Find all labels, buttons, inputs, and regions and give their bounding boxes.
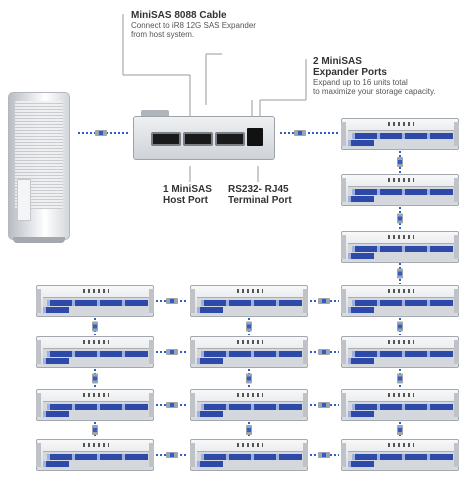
- cable-connector-icon: [322, 403, 326, 407]
- cable-connector-icon: [398, 428, 402, 432]
- cable-connector-icon: [398, 324, 402, 329]
- host-port-label-title: Host Port: [163, 195, 208, 206]
- cable-label-line: Connect to iR8 12G SAS Expander: [131, 21, 256, 30]
- cable-connector-icon: [247, 324, 251, 329]
- storage-unit-icon: [36, 336, 154, 368]
- expander-ports-label-line: Expand up to 16 units total: [313, 78, 408, 87]
- storage-unit-icon: [36, 389, 154, 421]
- cable-connector-icon: [170, 403, 174, 407]
- cable-connector-icon: [398, 271, 402, 276]
- cable-connector-icon: [322, 350, 326, 354]
- storage-unit-icon: [341, 389, 459, 421]
- cable-connector-icon: [170, 350, 174, 354]
- cable-label: MiniSAS 8088 Cable Connect to iR8 12G SA…: [131, 10, 256, 39]
- terminal-port-label-title: Terminal Port: [228, 195, 292, 206]
- expander-ports-label-title: 2 MiniSAS: [313, 56, 362, 67]
- cable-connector-icon: [99, 131, 103, 135]
- host-port-label-title: 1 MiniSAS: [163, 184, 212, 195]
- terminal-port-label: RS232- RJ45 Terminal Port: [228, 184, 292, 206]
- storage-unit-icon: [341, 336, 459, 368]
- cable-connector-icon: [247, 376, 251, 381]
- cable-connector-icon: [170, 299, 174, 303]
- storage-unit-icon: [36, 439, 154, 471]
- expander-ports-label-line: to maximize your storage capacity.: [313, 87, 436, 96]
- storage-unit-icon: [341, 231, 459, 263]
- expander-ports-label-title: Expander Ports: [313, 67, 387, 78]
- storage-unit-icon: [190, 439, 308, 471]
- cable-connector-icon: [322, 299, 326, 303]
- cable-connector-icon: [93, 324, 97, 329]
- cable-connector-icon: [322, 453, 326, 457]
- host-tower-icon: [8, 92, 70, 243]
- cable-connector-icon: [398, 216, 402, 221]
- terminal-port-label-title: RS232- RJ45: [228, 184, 289, 195]
- storage-unit-icon: [190, 336, 308, 368]
- host-port-label: 1 MiniSAS Host Port: [163, 184, 212, 206]
- storage-unit-icon: [190, 285, 308, 317]
- cable-label-line: from host system.: [131, 30, 195, 39]
- expander-ports-label: 2 MiniSAS Expander Ports Expand up to 16…: [313, 56, 436, 96]
- storage-unit-icon: [190, 389, 308, 421]
- cable-connector-icon: [247, 428, 251, 432]
- storage-unit-icon: [341, 174, 459, 206]
- storage-unit-icon: [36, 285, 154, 317]
- sas-expander-icon: [133, 110, 275, 164]
- cable-connector-icon: [398, 160, 402, 164]
- storage-unit-icon: [341, 285, 459, 317]
- storage-unit-icon: [341, 118, 459, 150]
- cable-connector-icon: [93, 376, 97, 381]
- cable-connector-icon: [398, 376, 402, 381]
- cable-label-title: MiniSAS 8088 Cable: [131, 10, 227, 21]
- cable-connector-icon: [170, 453, 174, 457]
- cable-connector-icon: [298, 131, 302, 135]
- cable-connector-icon: [93, 428, 97, 432]
- storage-unit-icon: [341, 439, 459, 471]
